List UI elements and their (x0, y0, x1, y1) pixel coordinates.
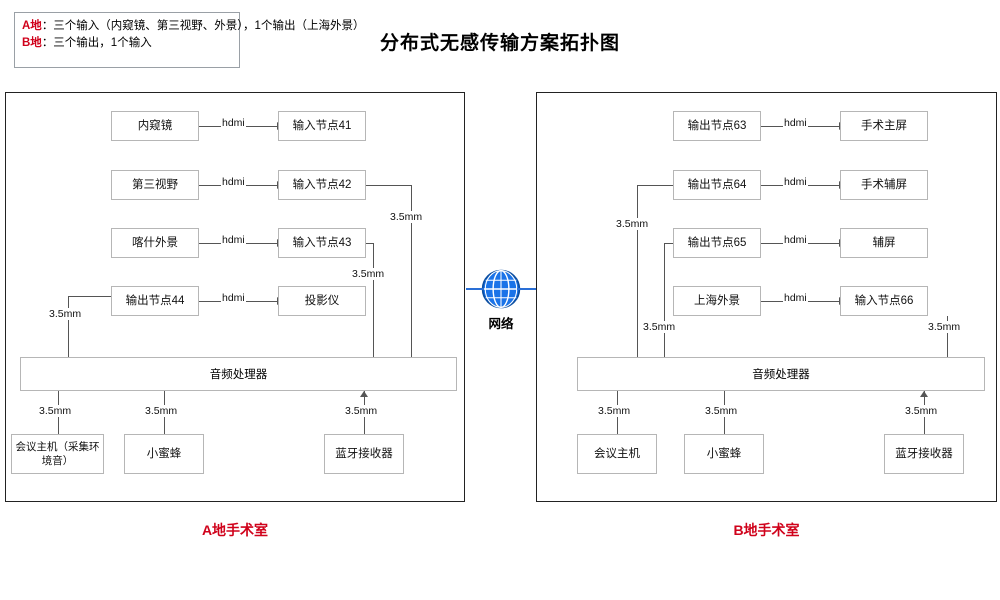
legend-line-b: B地：三个输出，1个输入 (22, 35, 232, 52)
audio-label-b-3: 3.5mm (597, 405, 632, 417)
legend-label-a: A地 (22, 20, 42, 32)
network-link-right (517, 288, 537, 290)
legend-label-b: B地 (22, 37, 42, 49)
node-b-source-1[interactable]: 输出节点64 (673, 170, 761, 200)
node-b-target-2[interactable]: 辅屏 (840, 228, 928, 258)
globe-icon (481, 269, 521, 309)
legend-text-a: ：三个输入（内窥镜、第三视野、外景），1个输出（上海外景） (41, 20, 365, 32)
network-link-left (466, 288, 484, 290)
node-b-target-1[interactable]: 手术辅屏 (840, 170, 928, 200)
node-a-source-2[interactable]: 喀什外景 (111, 228, 199, 258)
audio-label-b-2: 3.5mm (927, 321, 962, 333)
bottom-device-a-0[interactable]: 会议主机（采集环境音） (11, 434, 104, 474)
proc-a-up-arrow-2 (360, 391, 368, 397)
rail-a-right-vert (411, 185, 412, 365)
room-b-panel: 输出节点63 hdmi 手术主屏 输出节点64 hdmi 手术辅屏 输出节点65… (536, 92, 997, 502)
network-group: 网络 (470, 268, 532, 332)
link-b-2-label: hdmi (783, 234, 808, 246)
proc-b-up-2 (924, 391, 925, 453)
proc-b-down-1 (724, 391, 725, 453)
rail-b-mid-top (664, 243, 673, 244)
bottom-device-b-1[interactable]: 小蜜蜂 (684, 434, 764, 474)
rail-b-left-top (637, 185, 673, 186)
rail-a-left-top (68, 296, 111, 297)
node-a-target-2[interactable]: 输入节点43 (278, 228, 366, 258)
link-a-3-label: hdmi (221, 292, 246, 304)
bottom-device-a-1[interactable]: 小蜜蜂 (124, 434, 204, 474)
node-a-target-3[interactable]: 投影仪 (278, 286, 366, 316)
link-a-2-label: hdmi (221, 234, 246, 246)
rail-b-left-vert (637, 185, 638, 365)
node-a-target-0[interactable]: 输入节点41 (278, 111, 366, 141)
audio-label-b-5: 3.5mm (904, 405, 939, 417)
link-b-0-label: hdmi (783, 117, 808, 129)
proc-b-down-0 (617, 391, 618, 453)
link-a-0-label: hdmi (221, 117, 246, 129)
node-b-source-0[interactable]: 输出节点63 (673, 111, 761, 141)
bottom-device-a-2[interactable]: 蓝牙接收器 (324, 434, 404, 474)
room-a-panel: 内窥镜 hdmi 输入节点41 第三视野 hdmi 输入节点42 喀什外景 hd… (5, 92, 465, 502)
rail-a-left-vert (68, 296, 69, 365)
node-b-target-0[interactable]: 手术主屏 (840, 111, 928, 141)
rail-b-right-vert (947, 316, 948, 365)
audio-label-b-0: 3.5mm (615, 218, 650, 230)
rail-a-right-top (366, 185, 411, 186)
link-b-1-label: hdmi (783, 176, 808, 188)
proc-a-down-0 (58, 391, 59, 453)
link-b-3-label: hdmi (783, 292, 808, 304)
audio-label-a-3: 3.5mm (38, 405, 73, 417)
network-label: 网络 (488, 317, 514, 331)
caption-room-b: B地手术室 (733, 522, 800, 538)
page-title: 分布式无感传输方案拓扑图 (379, 33, 620, 54)
rail-a-mid-vert (373, 243, 374, 365)
rail-a-mid-top (366, 243, 373, 244)
node-a-source-3[interactable]: 输出节点44 (111, 286, 199, 316)
audio-label-b-1: 3.5mm (642, 321, 677, 333)
legend-box: A地：三个输入（内窥镜、第三视野、外景），1个输出（上海外景） B地：三个输出，… (14, 12, 364, 68)
proc-a-up-2 (364, 391, 365, 453)
bottom-device-b-2[interactable]: 蓝牙接收器 (884, 434, 964, 474)
node-a-target-1[interactable]: 输入节点42 (278, 170, 366, 200)
caption-room-a: A地手术室 (201, 522, 269, 538)
legend-text-b: ：三个输出，1个输入 (41, 37, 152, 49)
proc-b-up-arrow-2 (920, 391, 928, 397)
node-b-source-2[interactable]: 输出节点65 (673, 228, 761, 258)
node-a-source-1[interactable]: 第三视野 (111, 170, 199, 200)
node-a-source-0[interactable]: 内窥镜 (111, 111, 199, 141)
bottom-device-b-0[interactable]: 会议主机 (577, 434, 657, 474)
node-b-target-3[interactable]: 输入节点66 (840, 286, 928, 316)
link-a-1-label: hdmi (221, 176, 246, 188)
audio-label-a-0: 3.5mm (389, 211, 424, 223)
audio-processor-b[interactable]: 音频处理器 (577, 357, 985, 391)
audio-label-a-2: 3.5mm (48, 308, 83, 320)
rail-b-mid-vert (664, 243, 665, 365)
proc-a-down-1 (164, 391, 165, 453)
audio-label-a-1: 3.5mm (351, 268, 386, 280)
audio-label-a-5: 3.5mm (344, 405, 379, 417)
audio-processor-a[interactable]: 音频处理器 (20, 357, 457, 391)
audio-label-b-4: 3.5mm (704, 405, 739, 417)
audio-label-a-4: 3.5mm (144, 405, 179, 417)
node-b-source-3[interactable]: 上海外景 (673, 286, 761, 316)
legend-line-a: A地：三个输入（内窥镜、第三视野、外景），1个输出（上海外景） (22, 18, 364, 35)
